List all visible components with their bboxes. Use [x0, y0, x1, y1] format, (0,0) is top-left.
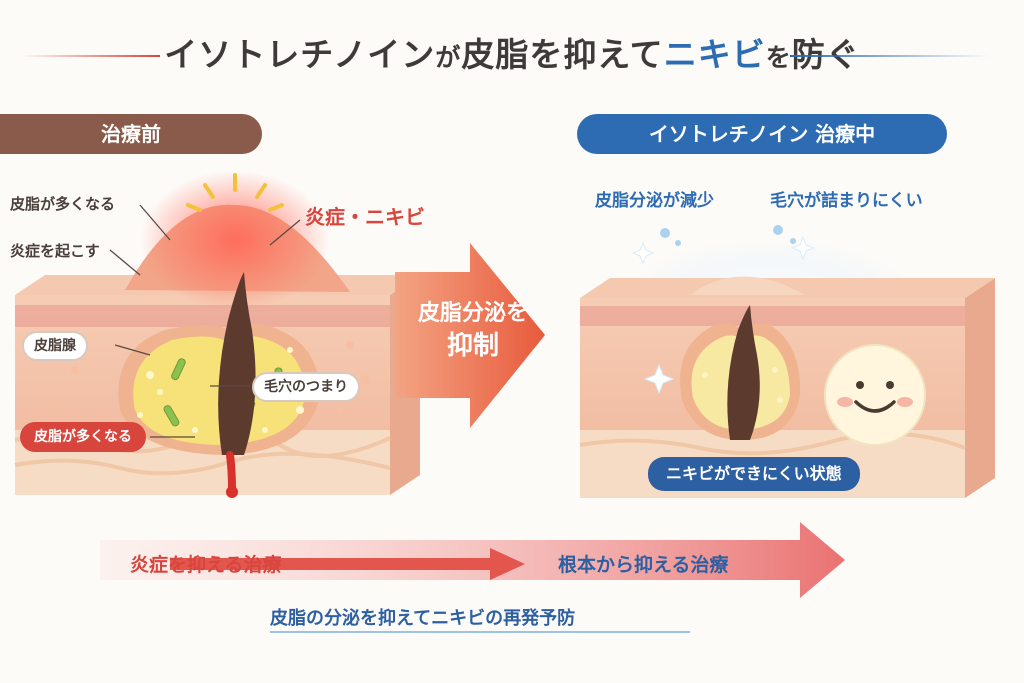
bottom-right-text: 根本から抑える治療: [558, 554, 729, 576]
right-skin-block: [579, 225, 995, 498]
bottom-left-text: 炎症を抑える治療: [130, 554, 282, 576]
label-inflammation-acne: 炎症・ニキビ: [305, 205, 425, 229]
bottom-small-arrow: [170, 548, 525, 580]
label-pore-clear: 毛穴が詰まりにくい: [770, 191, 923, 211]
center-arrow-shape: [395, 243, 545, 428]
title-suppress-sebum: 皮脂を抑えて: [461, 35, 664, 74]
tag-pore-clog: 毛穴のつまり: [252, 372, 360, 402]
during-treatment-label: イソトレチノイン 治療中: [648, 122, 876, 146]
label-inflammation-cause: 炎症を起こす: [10, 242, 100, 260]
title-prevent: 防ぐ: [791, 35, 860, 74]
title-rule-left: [20, 55, 160, 57]
title-isotretinoin: イソトレチノイン: [164, 35, 436, 74]
center-arrow-text: 皮脂分泌を 抑制: [398, 298, 548, 362]
page-title: イソトレチノインが皮脂を抑えてニキビを防ぐ: [0, 30, 1024, 80]
tag-acne-resistant-state: ニキビができにくい状態: [648, 457, 860, 491]
title-rule-right: [790, 55, 990, 57]
during-treatment-header: イソトレチノイン 治療中: [577, 114, 947, 154]
center-arrow-line2: 抑制: [446, 331, 499, 361]
bottom-summary: 皮脂の分泌を抑えてニキビの再発予防: [270, 608, 576, 629]
center-arrow-line1: 皮脂分泌を: [417, 301, 528, 326]
title-ga: が: [435, 43, 462, 72]
before-treatment-label: 治療前: [101, 122, 161, 146]
title-wo: を: [765, 43, 792, 72]
tag-sebaceous-gland: 皮脂腺: [22, 331, 88, 361]
label-sebum-increase-top: 皮脂が多くなる: [10, 195, 116, 213]
title-acne: ニキビ: [663, 35, 766, 74]
smiley-face-icon: [824, 344, 926, 446]
before-treatment-header: 治療前: [0, 114, 262, 154]
label-sebum-reduced: 皮脂分泌が減少: [595, 191, 714, 211]
tag-sebum-increase: 皮脂が多くなる: [20, 422, 146, 452]
